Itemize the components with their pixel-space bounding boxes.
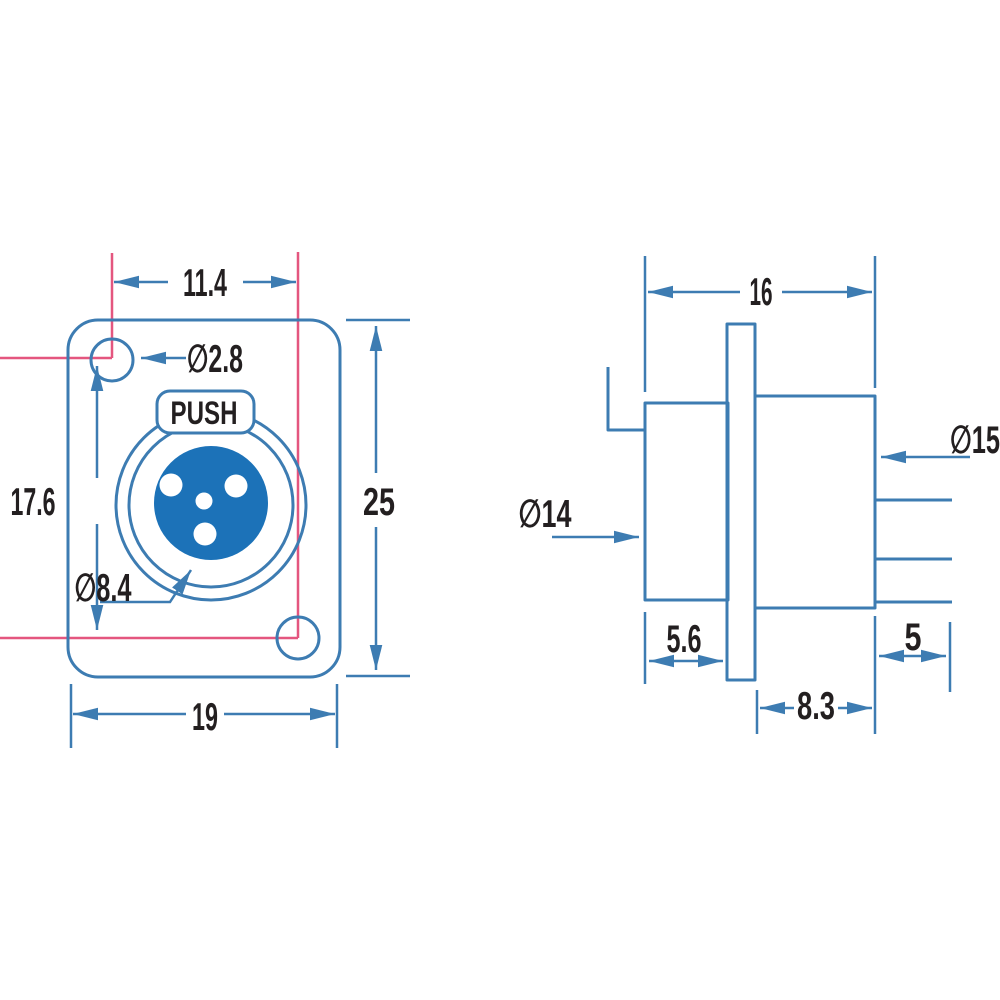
mounting-plate-outline — [66, 318, 342, 679]
mounting-flange-profile — [725, 322, 757, 682]
mounting-hole-top-left — [89, 337, 135, 383]
dim-pin-length: 5 — [879, 616, 952, 692]
pin-2-hole — [224, 474, 248, 498]
dim-2-8-label: ∅2.8 — [187, 338, 243, 381]
push-tab-outline — [155, 389, 256, 435]
dim-rear-body-diameter: ∅15 — [881, 419, 1000, 464]
latch-tab-profile — [606, 367, 645, 432]
dim-16-label: 16 — [750, 271, 773, 314]
side-view: 16 ∅15 ∅14 5.6 — [519, 256, 1000, 734]
front-view: PUSH 11.4 ∅2.8 17.6 — [0, 252, 410, 748]
dim-11-4-label: 11.4 — [183, 262, 227, 305]
dim-5-6-label: 5.6 — [667, 618, 702, 661]
dim-plate-height: 25 — [346, 318, 410, 678]
dim-14-label: ∅14 — [519, 493, 572, 536]
center-guide-hole — [195, 492, 213, 510]
mounting-hole-bottom-right — [275, 615, 321, 661]
pin-3-hole — [193, 522, 217, 546]
construction-lines — [0, 252, 300, 640]
dim-rear-body-depth: 8.3 — [755, 616, 877, 734]
push-label: PUSH — [171, 395, 238, 431]
dim-25-label: 25 — [363, 481, 395, 524]
pin-1-hole — [159, 473, 183, 497]
dim-15-label: ∅15 — [950, 419, 1000, 462]
dim-mount-hole-diameter: ∅2.8 — [141, 338, 243, 381]
dim-8-4-label: ∅8.4 — [75, 567, 132, 610]
dim-hole-spacing-horizontal: 11.4 — [114, 262, 296, 305]
front-barrel-profile — [643, 401, 730, 602]
dim-plate-width: 19 — [69, 684, 339, 748]
rear-body-profile — [753, 394, 877, 610]
dim-front-barrel-diameter: ∅14 — [519, 493, 639, 544]
dim-hole-spacing-vertical: 17.6 — [11, 366, 104, 630]
dim-8-3-label: 8.3 — [797, 685, 835, 728]
dim-total-depth: 16 — [643, 256, 877, 392]
dim-19-label: 19 — [192, 696, 218, 739]
dim-insert-diameter: ∅8.4 — [75, 567, 193, 610]
dim-front-barrel-depth: 5.6 — [643, 612, 723, 684]
dim-17-6-label: 17.6 — [11, 481, 56, 524]
dim-8-4-leader — [100, 569, 193, 604]
dim-5-label: 5 — [905, 616, 922, 659]
